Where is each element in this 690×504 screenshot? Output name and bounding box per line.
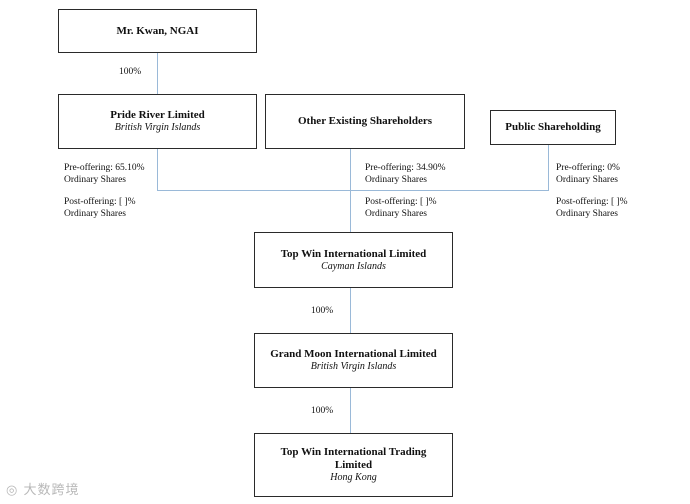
connector-kwan-pride (157, 53, 158, 94)
connector-grandmoon-trading (350, 388, 351, 433)
entity-box-grand-moon: Grand Moon International Limited British… (254, 333, 453, 388)
entity-jurisdiction: British Virgin Islands (114, 122, 201, 133)
other-pre-offering: Pre-offering: 34.90% (365, 163, 446, 173)
pride-post-share-type: Ordinary Shares (64, 209, 126, 219)
watermark-icon: ◎ (6, 483, 19, 498)
entity-name: Mr. Kwan, NGAI (116, 24, 199, 37)
pride-pre-share-type: Ordinary Shares (64, 175, 126, 185)
entity-jurisdiction: Hong Kong (330, 472, 377, 483)
public-pre-offering: Pre-offering: 0% (556, 163, 620, 173)
entity-name: Pride River Limited (110, 109, 205, 121)
entity-name: Top Win International Limited (280, 247, 427, 260)
connector-public-down (548, 145, 549, 190)
entity-box-kwan: Mr. Kwan, NGAI (58, 9, 257, 53)
public-post-share-type: Ordinary Shares (556, 209, 618, 219)
entity-name: Top Win International Trading Limited (280, 446, 427, 471)
entity-box-pride-river: Pride River Limited British Virgin Islan… (58, 94, 257, 149)
public-post-offering: Post-offering: [ ]% (556, 197, 628, 207)
entity-jurisdiction: Cayman Islands (321, 260, 386, 272)
other-pre-share-type: Ordinary Shares (365, 175, 427, 185)
entity-box-other-existing: Other Existing Shareholders (265, 94, 465, 149)
connector-horizontal-bar (157, 190, 549, 191)
entity-name: Other Existing Shareholders (297, 115, 433, 127)
entity-name: Grand Moon International Limited (270, 348, 437, 360)
ownership-pct-kwan-pride: 100% (119, 67, 142, 77)
pride-post-offering: Post-offering: [ ]% (64, 197, 136, 207)
watermark-text: 大数跨境 (23, 483, 80, 498)
entity-name: Public Shareholding (505, 121, 601, 133)
entity-box-top-win: Top Win International Limited Cayman Isl… (254, 232, 453, 288)
entity-box-top-win-trading: Top Win International Trading Limited Ho… (254, 433, 453, 497)
connector-topwin-grandmoon (350, 288, 351, 333)
watermark-logo: ◎ 大数跨境 (6, 479, 80, 498)
public-pre-share-type: Ordinary Shares (556, 175, 618, 185)
entity-box-public: Public Shareholding (490, 110, 616, 145)
ownership-pct-topwin-grandmoon: 100% (311, 306, 334, 316)
ownership-pct-grandmoon-trading: 100% (311, 406, 334, 416)
pride-pre-offering: Pre-offering: 65.10% (64, 163, 145, 173)
connector-pride-down (157, 149, 158, 190)
entity-jurisdiction: British Virgin Islands (310, 361, 397, 372)
other-post-share-type: Ordinary Shares (365, 209, 427, 219)
other-post-offering: Post-offering: [ ]% (365, 197, 437, 207)
